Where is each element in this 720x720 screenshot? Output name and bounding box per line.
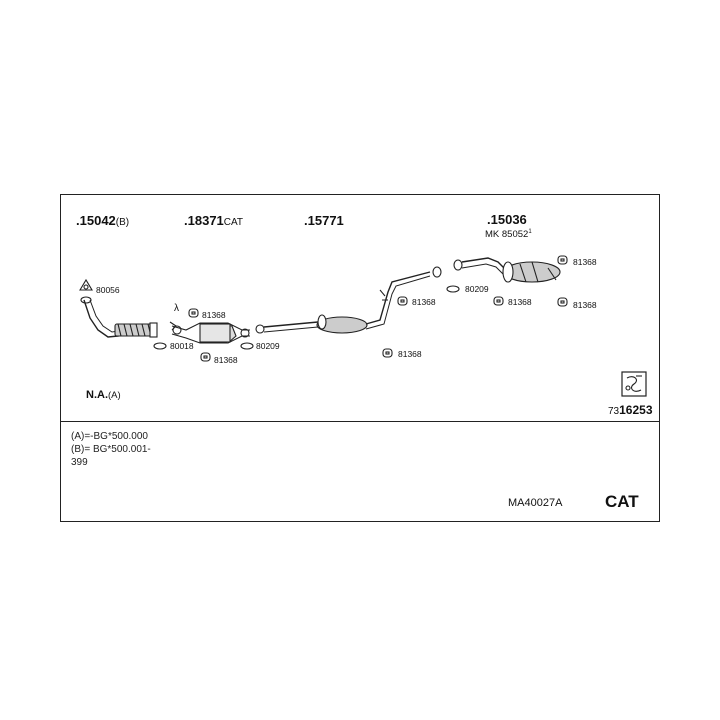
gasket-80209-icon — [240, 342, 254, 350]
type-label: CAT — [605, 492, 639, 511]
part-prefix: . — [487, 212, 491, 227]
accessory-81368: 81368 — [412, 297, 436, 307]
part-suffix: CAT — [223, 217, 244, 228]
mk-label: MK 850521 — [485, 229, 532, 240]
gasket-80056-icon — [79, 278, 93, 291]
rear-silencer-15036 — [453, 257, 561, 283]
engine-note-suffix: (A) — [108, 390, 121, 401]
part-suffix: (B) — [115, 217, 130, 228]
part-label-15042: .15042(B) — [76, 214, 129, 228]
part-label-18371: .18371CAT — [184, 214, 243, 228]
accessory-81368: 81368 — [214, 355, 238, 365]
model-code: MA40027A — [508, 497, 563, 509]
catalytic-converter-18371 — [171, 322, 250, 344]
diagram-frame — [60, 194, 660, 522]
lambda-symbol: λ — [174, 303, 179, 314]
mk-prefix: MK — [485, 229, 500, 241]
part-number: 15771 — [307, 213, 344, 228]
hanger-81368-icon — [397, 296, 408, 306]
engine-note: N.A.(A) — [86, 390, 121, 401]
accessory-81368: 81368 — [202, 310, 226, 320]
hanger-81368-icon — [493, 296, 504, 306]
part-number: 15036 — [490, 212, 527, 227]
kit-number-main: 16253 — [619, 403, 653, 417]
accessory-81368: 81368 — [573, 257, 597, 267]
note-line: 399 — [71, 457, 88, 468]
part-prefix: . — [76, 213, 80, 228]
gasket-80209-icon — [446, 285, 460, 293]
part-label-15036: .15036 — [487, 213, 527, 226]
hanger-81368-icon — [188, 308, 199, 318]
middle-pipe-15771 — [255, 266, 442, 334]
notes-divider — [60, 421, 660, 422]
part-number: 18371 — [187, 213, 224, 228]
front-pipe-15042 — [80, 296, 158, 338]
accessory-80209: 80209 — [465, 284, 489, 294]
hanger-81368-icon — [557, 255, 568, 265]
kit-number: 7316253 — [608, 402, 653, 418]
hanger-81368-icon — [382, 348, 393, 358]
accessory-80018: 80018 — [170, 341, 194, 351]
mk-superscript: 1 — [528, 229, 532, 235]
kit-16253-icon — [621, 371, 647, 397]
part-label-15771: .15771 — [304, 214, 344, 227]
mk-number: 85052 — [501, 229, 529, 241]
accessory-80209: 80209 — [256, 341, 280, 351]
part-prefix: . — [184, 213, 188, 228]
part-prefix: . — [304, 213, 308, 228]
note-line: (B)= BG*500.001- — [71, 444, 151, 455]
accessory-81368: 81368 — [508, 297, 532, 307]
hanger-81368-icon — [200, 352, 211, 362]
engine-note-label: N.A. — [86, 389, 108, 401]
part-number: 15042 — [79, 213, 116, 228]
accessory-80056: 80056 — [96, 285, 120, 295]
accessory-81368: 81368 — [398, 349, 422, 359]
kit-prefix: 73 — [608, 406, 620, 417]
note-line: (A)=-BG*500.000 — [71, 431, 148, 442]
accessory-81368: 81368 — [573, 300, 597, 310]
gasket-80018-icon — [153, 342, 167, 350]
hanger-81368-icon — [557, 297, 568, 307]
